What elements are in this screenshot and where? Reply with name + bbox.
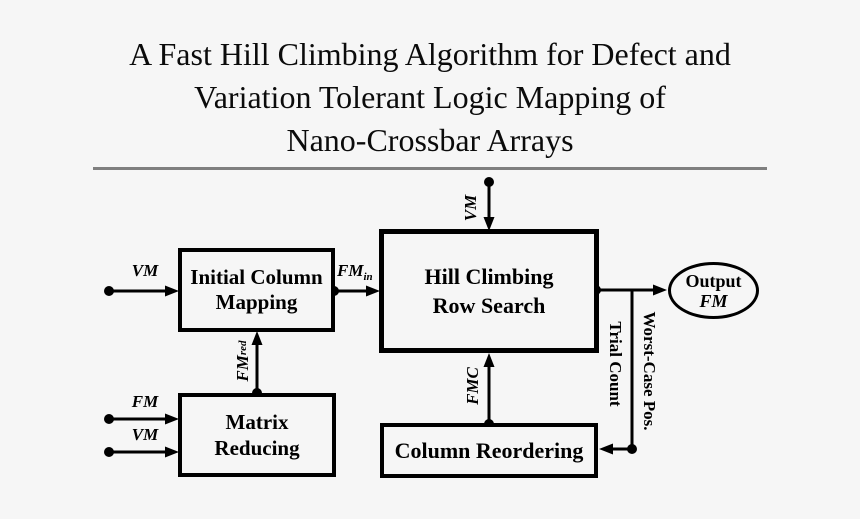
node-matrix-reducing: Matrix Reducing — [178, 393, 336, 477]
edge-label-fmc: FMC — [463, 367, 482, 405]
edge-label-vm-top: VM — [461, 194, 480, 222]
node-label-line: Matrix — [225, 410, 289, 434]
output-value: FM — [699, 290, 728, 311]
node-label-line: Initial Column — [190, 265, 323, 289]
edge-label-trial-count: Trial Count — [606, 321, 625, 407]
edge-label-fm-matrix-input: FM — [131, 392, 159, 411]
node-column-reordering: Column Reordering — [380, 423, 598, 478]
edge-fm-to-matrix-reducing — [104, 413, 179, 425]
edge-label-worst-case-pos: Worst-Case Pos. — [640, 311, 659, 431]
edge-vm-to-initial-column-mapping — [104, 285, 179, 297]
edge-label-vm-matrix-input: VM — [131, 425, 159, 444]
arrowhead-right — [653, 284, 667, 296]
arrowhead-right — [165, 446, 179, 458]
node-label-line: Mapping — [215, 290, 298, 314]
edge-feedback-to-column-reordering — [599, 290, 637, 455]
arrowhead-right — [165, 413, 179, 425]
paper-title: A Fast Hill Climbing Algorithm for Defec… — [0, 33, 860, 162]
edge-label-vm-input: VM — [131, 261, 159, 280]
paper-title-line-2: Variation Tolerant Logic Mapping of — [194, 79, 666, 115]
edge-label-fm-red-base: FM — [233, 355, 252, 382]
edge-label-fm-in: FMin — [337, 261, 383, 283]
paper-title-line-3: Nano-Crossbar Arrays — [286, 122, 574, 158]
edge-vm-to-matrix-reducing — [104, 446, 179, 458]
arrowhead-up — [483, 353, 495, 367]
arrowhead-right — [165, 285, 179, 297]
edge-fmin-initial-to-hill-climbing — [329, 285, 380, 297]
edge-label-fm-red-subscript: red — [237, 340, 249, 356]
arrowhead-up — [251, 331, 263, 345]
edge-vm-to-hill-climbing-top — [483, 177, 495, 231]
node-initial-column-mapping: Initial Column Mapping — [178, 248, 335, 332]
arrowhead-down — [483, 217, 495, 231]
edge-hill-climbing-to-output — [591, 284, 667, 296]
node-label-line: Row Search — [432, 293, 546, 318]
edge-label-fm-in-base: FM — [337, 261, 364, 280]
paper-title-line-1: A Fast Hill Climbing Algorithm for Defec… — [129, 36, 731, 72]
arrowhead-left — [599, 443, 613, 455]
node-hill-climbing-row-search: Hill Climbing Row Search — [379, 229, 599, 353]
node-output-fm: Output FM — [668, 262, 759, 319]
node-label-line: Hill Climbing — [424, 264, 554, 289]
node-label-line: Reducing — [214, 436, 300, 460]
node-label-line: Column Reordering — [394, 437, 584, 463]
title-divider-rule — [93, 167, 767, 170]
arrowhead-right — [366, 285, 380, 297]
output-label: Output — [685, 270, 742, 291]
edge-label-fm-in-subscript: in — [363, 271, 373, 283]
